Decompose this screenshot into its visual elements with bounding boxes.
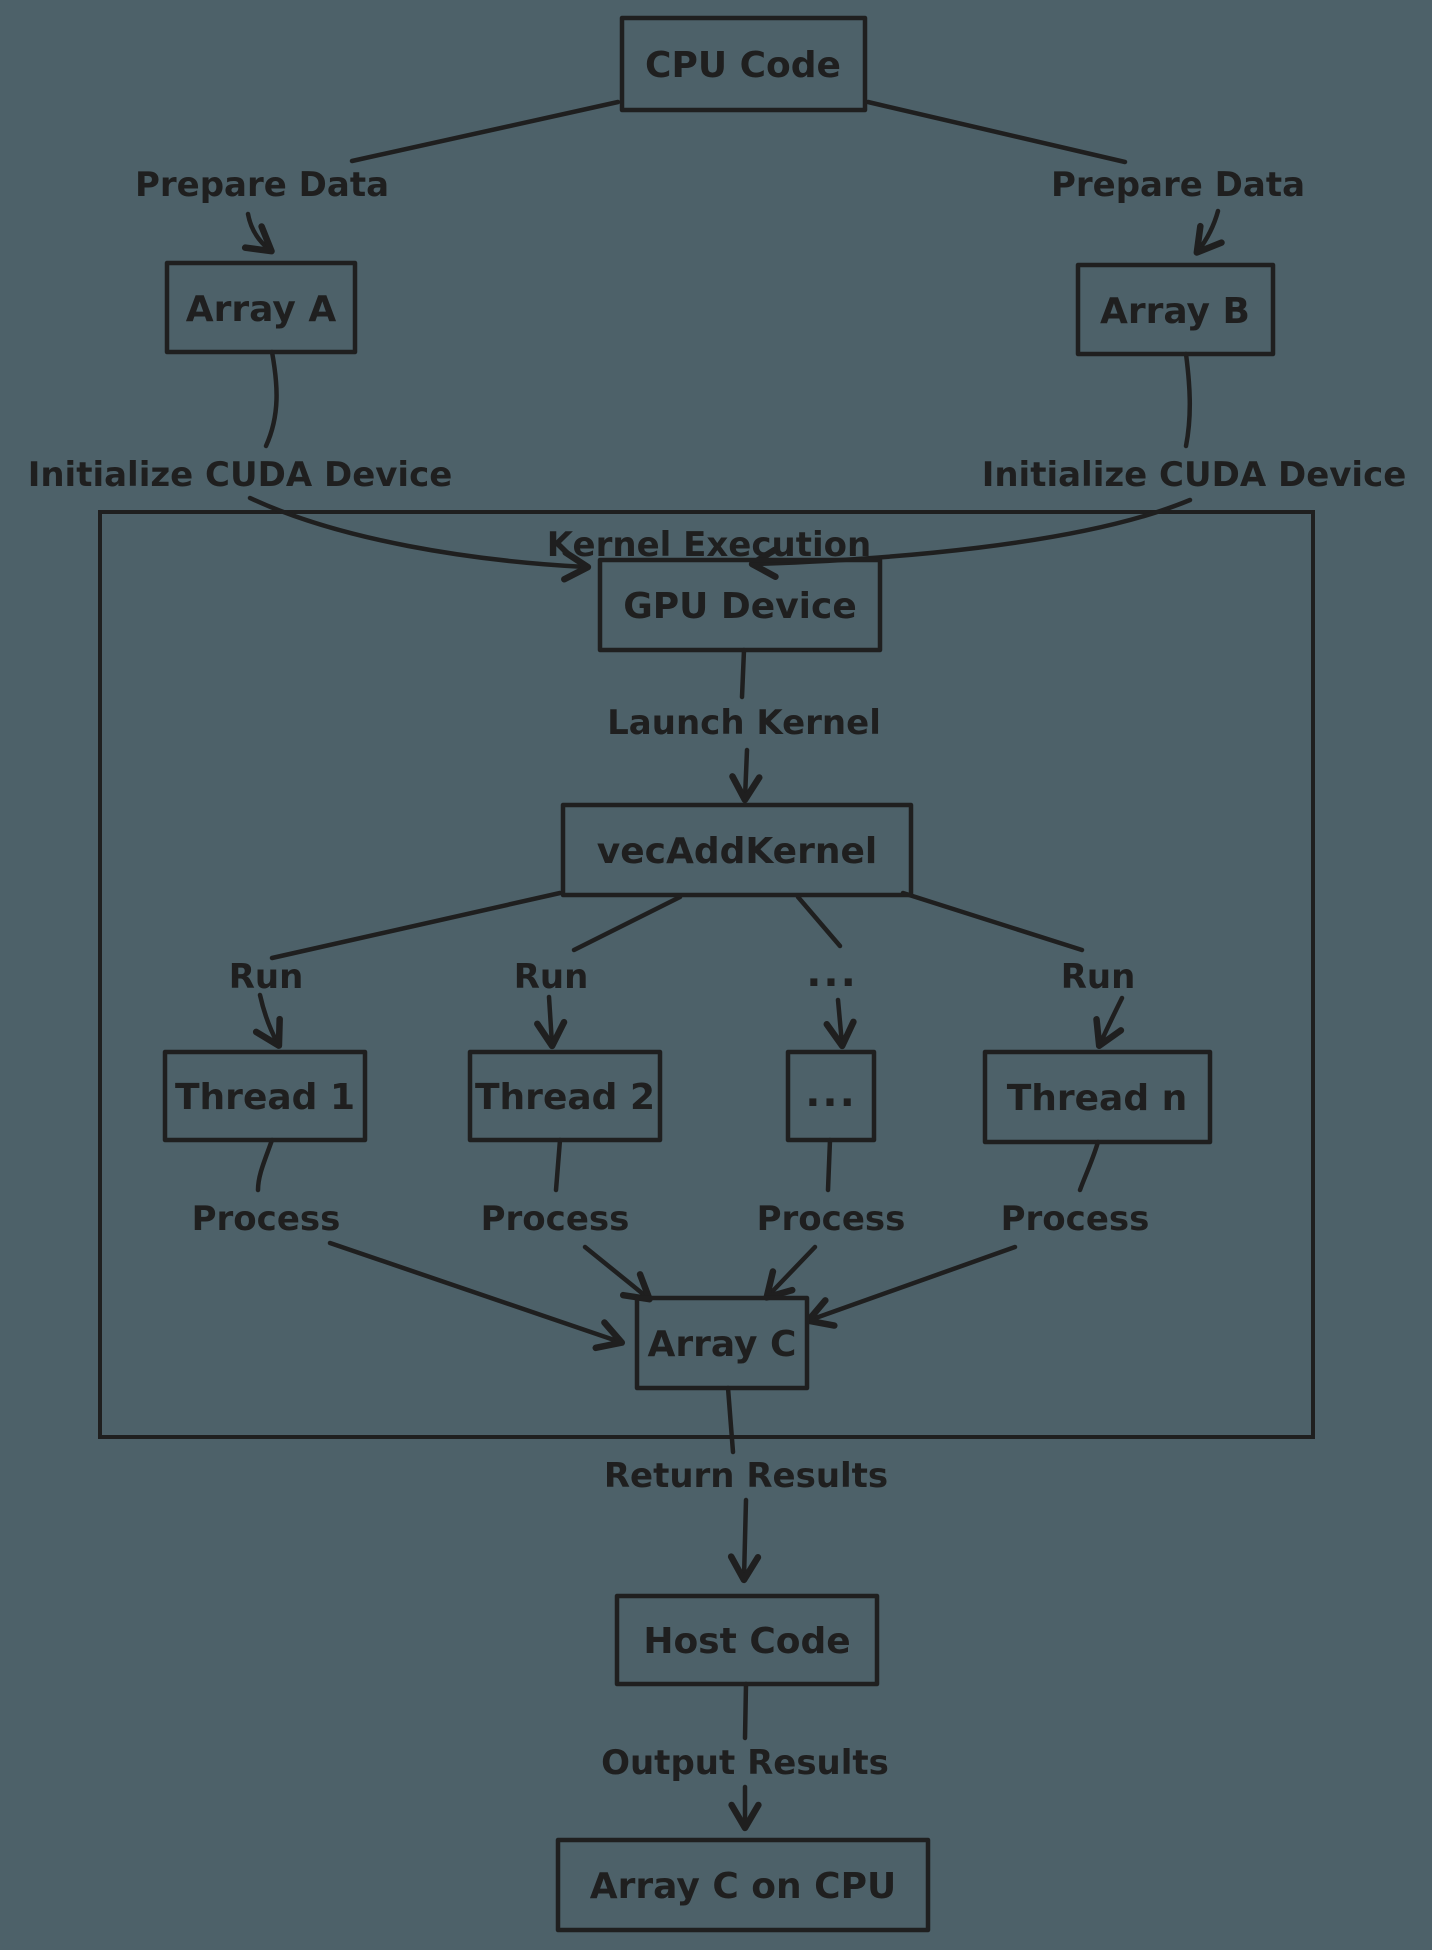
edge-kernel-to-run-ellipsis <box>795 894 843 949</box>
thread-1-box <box>162 1049 368 1143</box>
run-ellipsis-label: ... <box>806 950 858 996</box>
node-thread-2: Thread 2 <box>467 1049 663 1143</box>
arrow-prepare-right-to-array-b <box>1193 208 1225 256</box>
array-c-on-cpu-box <box>555 1837 931 1933</box>
node-array-a: Array A <box>164 260 358 355</box>
run-n-label: Run <box>1061 957 1136 997</box>
node-array-c-on-cpu: Array C on CPU <box>555 1837 931 1933</box>
arrow-process-3-to-array-c <box>763 1244 818 1301</box>
array-a-box <box>164 260 358 355</box>
gpu-device-label: GPU Device <box>623 586 857 627</box>
edge-array-b-tail <box>1183 351 1192 449</box>
cpu-code-box <box>619 15 868 113</box>
thread-ellipsis-label: ... <box>805 1070 857 1116</box>
node-cpu-code: CPU Code <box>619 15 868 113</box>
node-thread-1: Thread 1 <box>162 1049 368 1143</box>
arrow-return-to-host <box>727 1497 762 1584</box>
arrow-run-to-thread-2 <box>534 994 568 1050</box>
host-code-box <box>614 1593 880 1687</box>
vec-add-kernel-label: vecAddKernel <box>597 831 877 872</box>
edge-cpu-to-prepare-right <box>865 99 1128 165</box>
node-gpu-device: GPU Device <box>597 557 883 653</box>
arrow-process-4-to-array-c <box>804 1244 1018 1329</box>
process-2-label: Process <box>481 1199 630 1239</box>
vec-add-kernel-box <box>560 802 914 898</box>
array-c-label: Array C <box>648 1324 797 1365</box>
arrow-run-to-thread-n <box>1093 995 1125 1049</box>
array-c-box <box>634 1295 810 1391</box>
edge-array-a-tail <box>263 349 279 449</box>
thread-n-label: Thread n <box>1007 1078 1188 1119</box>
edge-cpu-to-prepare-left <box>349 99 621 164</box>
edge-gpu-tail <box>739 647 747 700</box>
edge-kernel-to-run-n <box>900 890 1085 953</box>
host-code-label: Host Code <box>643 1621 850 1662</box>
arrow-process-1-to-array-c <box>327 1240 626 1352</box>
initialize-cuda-right-label: Initialize CUDA Device <box>982 455 1407 495</box>
node-vec-add-kernel: vecAddKernel <box>560 802 914 898</box>
thread-2-label: Thread 2 <box>475 1077 655 1118</box>
process-4-label: Process <box>1001 1199 1150 1239</box>
run-2-label: Run <box>514 957 589 997</box>
edge-kernel-to-run-1 <box>269 890 563 961</box>
prepare-data-right-label: Prepare Data <box>1051 165 1305 205</box>
process-1-label: Process <box>192 1199 341 1239</box>
process-3-label: Process <box>757 1199 906 1239</box>
arrow-prepare-left-to-array-a <box>241 211 275 255</box>
array-c-on-cpu-label: Array C on CPU <box>590 1866 896 1907</box>
node-thread-n: Thread n <box>982 1049 1213 1145</box>
edge-thread-ellipsis-tail <box>825 1137 833 1193</box>
thread-ellipsis-box <box>785 1049 877 1143</box>
arrow-run-to-thread-ellipsis <box>823 997 857 1050</box>
thread-1-label: Thread 1 <box>175 1077 355 1118</box>
thread-2-box <box>467 1049 663 1143</box>
arrow-init-left-to-gpu <box>247 495 592 583</box>
arrow-launch-to-kernel <box>729 747 763 804</box>
array-b-label: Array B <box>1100 291 1250 332</box>
edge-thread-1-tail <box>255 1137 275 1193</box>
launch-kernel-label: Launch Kernel <box>607 703 881 743</box>
run-1-label: Run <box>229 957 304 997</box>
edge-host-tail <box>742 1681 749 1741</box>
output-results-label: Output Results <box>601 1743 889 1783</box>
cpu-code-label: CPU Code <box>645 45 841 86</box>
gpu-device-box <box>597 557 883 653</box>
arrow-process-2-to-array-c <box>582 1244 653 1303</box>
edge-kernel-to-run-2 <box>571 894 683 953</box>
edge-thread-n-tail <box>1077 1139 1101 1193</box>
node-thread-ellipsis: ... <box>785 1049 877 1143</box>
node-host-code: Host Code <box>614 1593 880 1687</box>
node-array-b: Array B <box>1075 262 1276 357</box>
edge-thread-2-tail <box>553 1137 563 1193</box>
kernel-execution-container <box>98 510 1315 1439</box>
arrow-run-to-thread-1 <box>252 992 283 1049</box>
prepare-data-left-label: Prepare Data <box>135 165 389 205</box>
edge-array-c-tail <box>725 1385 736 1455</box>
array-a-label: Array A <box>186 289 337 330</box>
node-array-c: Array C <box>634 1295 810 1391</box>
initialize-cuda-left-label: Initialize CUDA Device <box>28 455 453 495</box>
thread-n-box <box>982 1049 1213 1145</box>
return-results-label: Return Results <box>604 1456 888 1496</box>
array-b-box <box>1075 262 1276 357</box>
